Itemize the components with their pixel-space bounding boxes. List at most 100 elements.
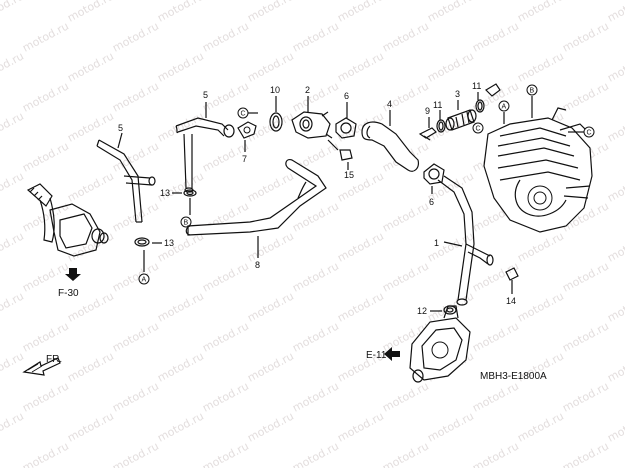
- clamp-13-lower-drawing: [134, 237, 150, 247]
- watermark-text: motod.ru: [0, 289, 26, 324]
- callout-6-lower: 6: [429, 197, 434, 207]
- watermark-text: motod.ru: [65, 0, 116, 25]
- watermark-text: motod.ru: [110, 259, 161, 294]
- callout-8: 8: [255, 260, 260, 270]
- watermark-text: motod.ru: [155, 289, 206, 324]
- callout-1: 1: [434, 238, 439, 248]
- o-ring-10-drawing: [269, 112, 283, 132]
- pipe-3-drawing: [445, 109, 477, 131]
- watermark-text: motod.ru: [380, 19, 431, 54]
- watermark-text: motod.ru: [245, 349, 296, 384]
- marker-a-lower: A: [138, 273, 150, 285]
- watermark-text: motod.ru: [515, 0, 566, 25]
- watermark-text: motod.ru: [20, 199, 71, 234]
- watermark-text: motod.ru: [560, 19, 611, 54]
- watermark-text: motod.ru: [605, 349, 625, 384]
- watermark-text: motod.ru: [20, 379, 71, 414]
- watermark-text: motod.ru: [425, 229, 476, 264]
- callout-12: 12: [417, 306, 427, 316]
- marker-b-upper: B: [526, 84, 538, 96]
- watermark-text: motod.ru: [245, 169, 296, 204]
- diagram-code: MBH3-E1800A: [480, 371, 547, 382]
- watermark-text: motod.ru: [20, 19, 71, 54]
- joint-2-drawing: [291, 111, 333, 139]
- water-pump-drawing: [409, 305, 471, 383]
- watermark-text: motod.ru: [335, 169, 386, 204]
- watermark-text: motod.ru: [560, 379, 611, 414]
- watermark-text: motod.ru: [605, 289, 625, 324]
- watermark-text: motod.ru: [0, 169, 26, 204]
- watermark-text: motod.ru: [155, 409, 206, 444]
- callout-5-center: 5: [203, 90, 208, 100]
- clamp-6-upper-drawing: [335, 117, 357, 139]
- o-ring-11-right-drawing: [475, 99, 485, 113]
- watermark-text: motod.ru: [245, 229, 296, 264]
- watermark-text: motod.ru: [605, 0, 625, 25]
- watermark-text: motod.ru: [335, 229, 386, 264]
- arrow-left-icon: [384, 347, 400, 361]
- watermark-text: motod.ru: [20, 439, 71, 468]
- watermark-text: motod.ru: [245, 0, 296, 25]
- watermark-text: motod.ru: [110, 139, 161, 174]
- marker-c-left: C: [237, 107, 249, 119]
- watermark-text: motod.ru: [155, 349, 206, 384]
- watermark-text: motod.ru: [335, 49, 386, 84]
- clip-right-drawing: [485, 83, 501, 97]
- hose-5-left-drawing: [96, 139, 156, 223]
- watermark-text: motod.ru: [470, 19, 521, 54]
- watermark-text: motod.ru: [110, 79, 161, 114]
- callout-5-left: 5: [118, 123, 123, 133]
- watermark-text: motod.ru: [155, 109, 206, 144]
- watermark-text: motod.ru: [515, 229, 566, 264]
- watermark-text: motod.ru: [245, 409, 296, 444]
- watermark-text: motod.ru: [290, 379, 341, 414]
- watermark-text: motod.ru: [290, 439, 341, 468]
- ref-e11-label: E-11: [366, 350, 387, 361]
- hose-8-drawing: [185, 159, 327, 236]
- watermark-text: motod.ru: [380, 379, 431, 414]
- watermark-text: motod.ru: [470, 259, 521, 294]
- watermark-text: motod.ru: [245, 49, 296, 84]
- svg-text:B: B: [184, 220, 189, 227]
- watermark-text: motod.ru: [560, 79, 611, 114]
- watermark-text: motod.ru: [335, 0, 386, 25]
- callout-2: 2: [305, 85, 310, 95]
- front-direction-label: FR.: [46, 354, 62, 365]
- bolt-15-drawing: [327, 139, 353, 161]
- clip-7-drawing: [237, 121, 257, 139]
- watermark-text: motod.ru: [425, 49, 476, 84]
- callout-13-lower: 13: [164, 238, 174, 248]
- watermark-text: motod.ru: [605, 109, 625, 144]
- watermark-text: motod.ru: [200, 259, 251, 294]
- marker-c-mid: C: [472, 122, 484, 134]
- svg-text:C: C: [587, 130, 592, 137]
- watermark-text: motod.ru: [155, 49, 206, 84]
- watermark-text: motod.ru: [155, 0, 206, 25]
- callout-6-upper: 6: [344, 91, 349, 101]
- watermark-text: motod.ru: [65, 109, 116, 144]
- marker-b-left: B: [180, 216, 192, 228]
- callout-11-right: 11: [472, 81, 481, 91]
- watermark-text: motod.ru: [0, 229, 26, 264]
- watermark-text: motod.ru: [0, 349, 26, 384]
- o-ring-11-left-drawing: [436, 119, 446, 133]
- watermark-text: motod.ru: [200, 379, 251, 414]
- watermark-text: motod.ru: [290, 319, 341, 354]
- watermark-text: motod.ru: [290, 79, 341, 114]
- callout-11-left: 11: [433, 100, 442, 110]
- watermark-text: motod.ru: [110, 379, 161, 414]
- callout-3: 3: [455, 89, 460, 99]
- watermark-text: motod.ru: [0, 0, 26, 25]
- watermark-text: motod.ru: [470, 319, 521, 354]
- clip-9-drawing: [418, 127, 437, 141]
- thermostat-housing-drawing: [26, 183, 109, 257]
- watermark-text: motod.ru: [605, 409, 625, 444]
- ref-f30-label: F-30: [58, 288, 79, 299]
- watermark-text: motod.ru: [380, 259, 431, 294]
- watermark-text: motod.ru: [20, 139, 71, 174]
- watermark-text: motod.ru: [290, 19, 341, 54]
- hose-4-drawing: [361, 121, 419, 172]
- svg-text:A: A: [142, 277, 147, 284]
